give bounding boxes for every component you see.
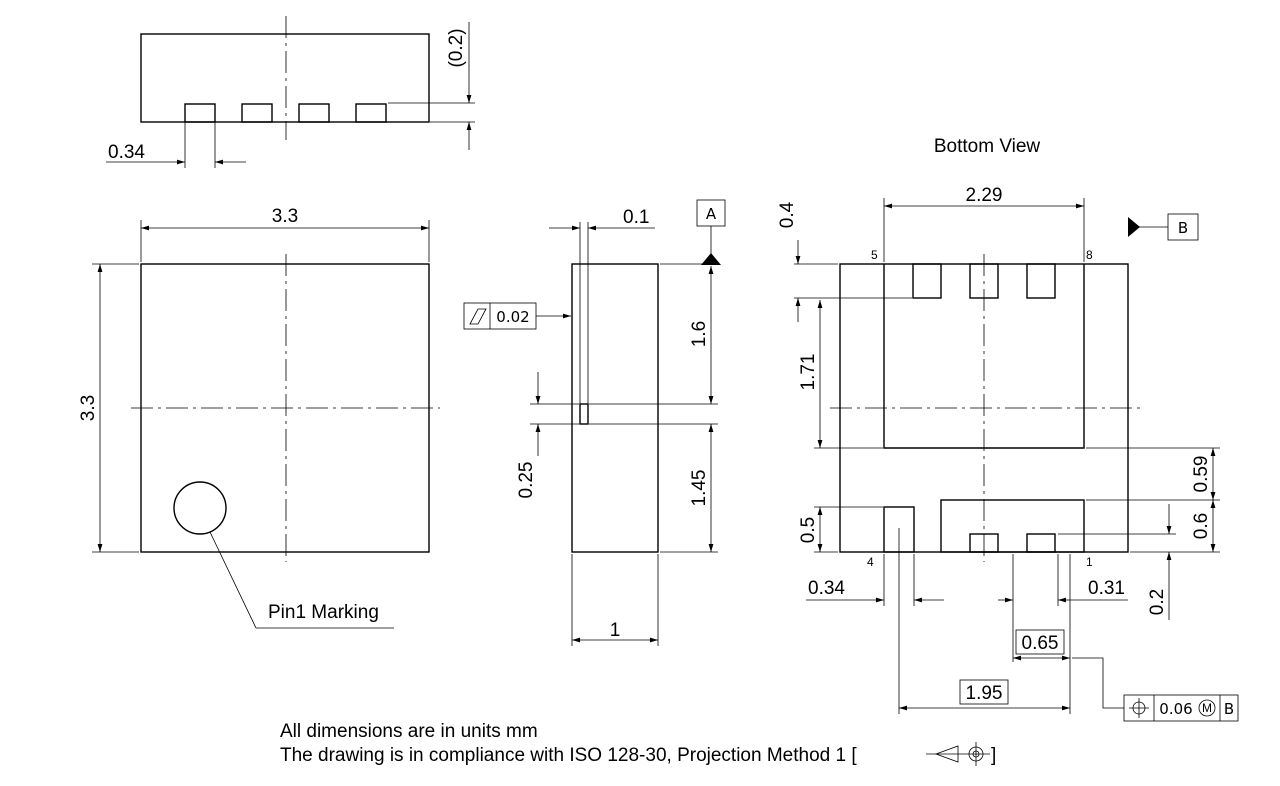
- dim-side-lower: 1.45: [689, 470, 710, 507]
- dim-side-thickness: 0.1: [623, 207, 649, 228]
- datum-a-label: A: [706, 205, 717, 223]
- top-pad: [298, 103, 330, 123]
- top-pad: [241, 103, 273, 123]
- dim-bottom-pin-length: 0.4: [777, 201, 798, 228]
- datum-b-label: B: [1178, 219, 1188, 237]
- note-units: All dimensions are in units mm: [280, 721, 538, 742]
- dim-front-height: 3.3: [78, 395, 99, 421]
- bottom-pin: [912, 263, 942, 299]
- position-tolerance-value: 0.06: [1159, 700, 1192, 718]
- svg-text:]: ]: [991, 745, 996, 766]
- dim-side-pad-height: 0.25: [516, 462, 537, 499]
- datum-a-triangle: [701, 253, 721, 265]
- note-iso-compliance: The drawing is in compliance with ISO 12…: [280, 745, 857, 766]
- bottom-pin: [1026, 533, 1056, 553]
- dim-pin-span: 1.95: [966, 683, 1003, 704]
- position-tolerance-frame: [1123, 694, 1239, 722]
- top-view-body: [140, 33, 430, 123]
- exposed-pad-small: [940, 499, 1085, 553]
- pin-number-8: 8: [1086, 248, 1093, 262]
- dim-bottom-pin-width: 0.34: [808, 578, 845, 599]
- dim-front-width: 3.3: [272, 206, 298, 227]
- drawing-notes: All dimensions are in units mm The drawi…: [280, 720, 857, 768]
- dim-pitch: 0.65: [1022, 633, 1059, 654]
- pin-number-4: 4: [867, 555, 874, 569]
- dim-bottom-pad-height: 1.71: [798, 354, 819, 391]
- pin-number-5: 5: [871, 248, 878, 262]
- dim-bottom-small-pad: 0.6: [1191, 513, 1212, 539]
- tolerance-leader: [1072, 657, 1124, 709]
- position-icon: [1129, 698, 1149, 718]
- bottom-view-title: Bottom View: [934, 136, 1041, 157]
- pin1-marking-label: Pin1 Marking: [268, 602, 379, 623]
- top-view: (0.2) 0.34: [106, 16, 475, 168]
- basic-dim-box: [1015, 629, 1065, 655]
- dim-bottom-small-pin-width: 0.31: [1088, 578, 1125, 599]
- pin1-marking-circle: [173, 481, 227, 535]
- dim-bottom-pin4-length: 0.5: [798, 517, 819, 543]
- basic-dim-box: [959, 679, 1009, 705]
- flatness-icon: [469, 308, 487, 325]
- dim-side-width: 1: [610, 620, 621, 641]
- mmc-circle: [1198, 699, 1216, 717]
- dim-top-height: (0.2): [446, 28, 467, 67]
- bottom-pin: [1026, 263, 1056, 299]
- top-pad: [355, 103, 387, 123]
- position-datum-ref: B: [1224, 700, 1234, 718]
- side-view-body: [571, 263, 659, 553]
- pin-number-1: 1: [1086, 555, 1093, 569]
- datum-b-triangle: [1128, 217, 1140, 237]
- bottom-view: Bottom View 5 8 4 1 2.29 B: [777, 136, 1239, 722]
- top-pad: [184, 103, 216, 123]
- side-pad: [579, 403, 589, 425]
- front-view: Pin1 Marking 3.3 3.3: [78, 206, 440, 629]
- flatness-value: 0.02: [496, 308, 529, 326]
- projection-method-icon: ]: [926, 742, 996, 766]
- dim-bottom-gap: 0.59: [1191, 456, 1212, 493]
- mmc-modifier: M: [1202, 701, 1212, 715]
- dim-bottom-pad-width: 2.29: [966, 185, 1003, 206]
- dim-side-upper: 1.6: [689, 321, 710, 347]
- side-view: 0.1 A 0.02 0.25 1.6 1.45 1: [463, 199, 726, 646]
- dim-top-pad-width: 0.34: [108, 142, 145, 163]
- dim-bottom-pin-height: 0.2: [1147, 589, 1168, 615]
